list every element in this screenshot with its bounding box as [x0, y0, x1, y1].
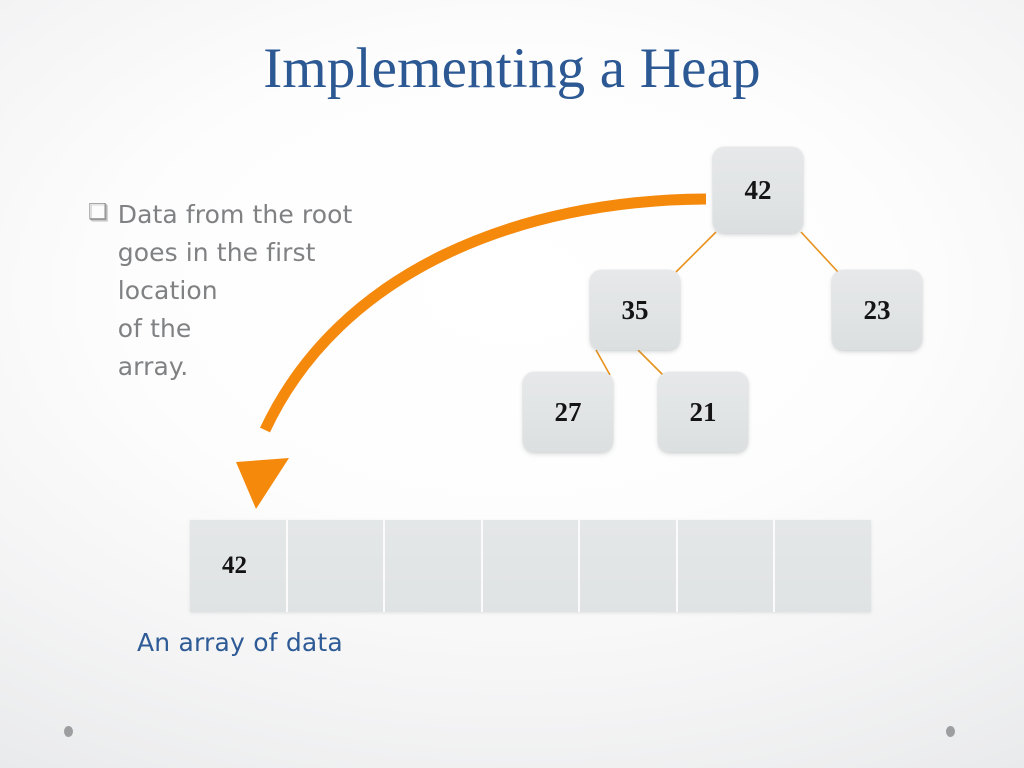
array-cell — [482, 520, 581, 612]
tree-node-right: 23 — [832, 270, 922, 350]
tree-node-left-left: 27 — [523, 372, 613, 452]
array-cell — [385, 520, 483, 612]
decorative-dot-icon — [946, 726, 955, 737]
array-cell — [287, 520, 386, 612]
bullet-item-text: Data from the root goes in the first loc… — [117, 200, 353, 381]
array-cell — [775, 520, 872, 612]
edge-root-to-23 — [800, 231, 839, 273]
array-cell — [677, 520, 776, 612]
tree-node-left-right: 21 — [658, 372, 748, 452]
array-cell: 42 — [190, 520, 288, 612]
page-title: Implementing a Heap — [263, 37, 761, 100]
array-caption: An array of data — [137, 628, 343, 657]
array-row: 42 — [190, 520, 872, 612]
tree-node-left: 35 — [590, 270, 680, 350]
bullet-list: ❑ Data from the root goes in the first l… — [88, 196, 448, 386]
tree-node-root: 42 — [713, 147, 803, 233]
edge-root-to-35 — [675, 231, 717, 273]
decorative-dot-icon — [64, 726, 73, 737]
square-bullet-icon: ❑ — [88, 199, 108, 224]
array-cell — [580, 520, 678, 612]
edge-35-to-21 — [637, 349, 664, 376]
